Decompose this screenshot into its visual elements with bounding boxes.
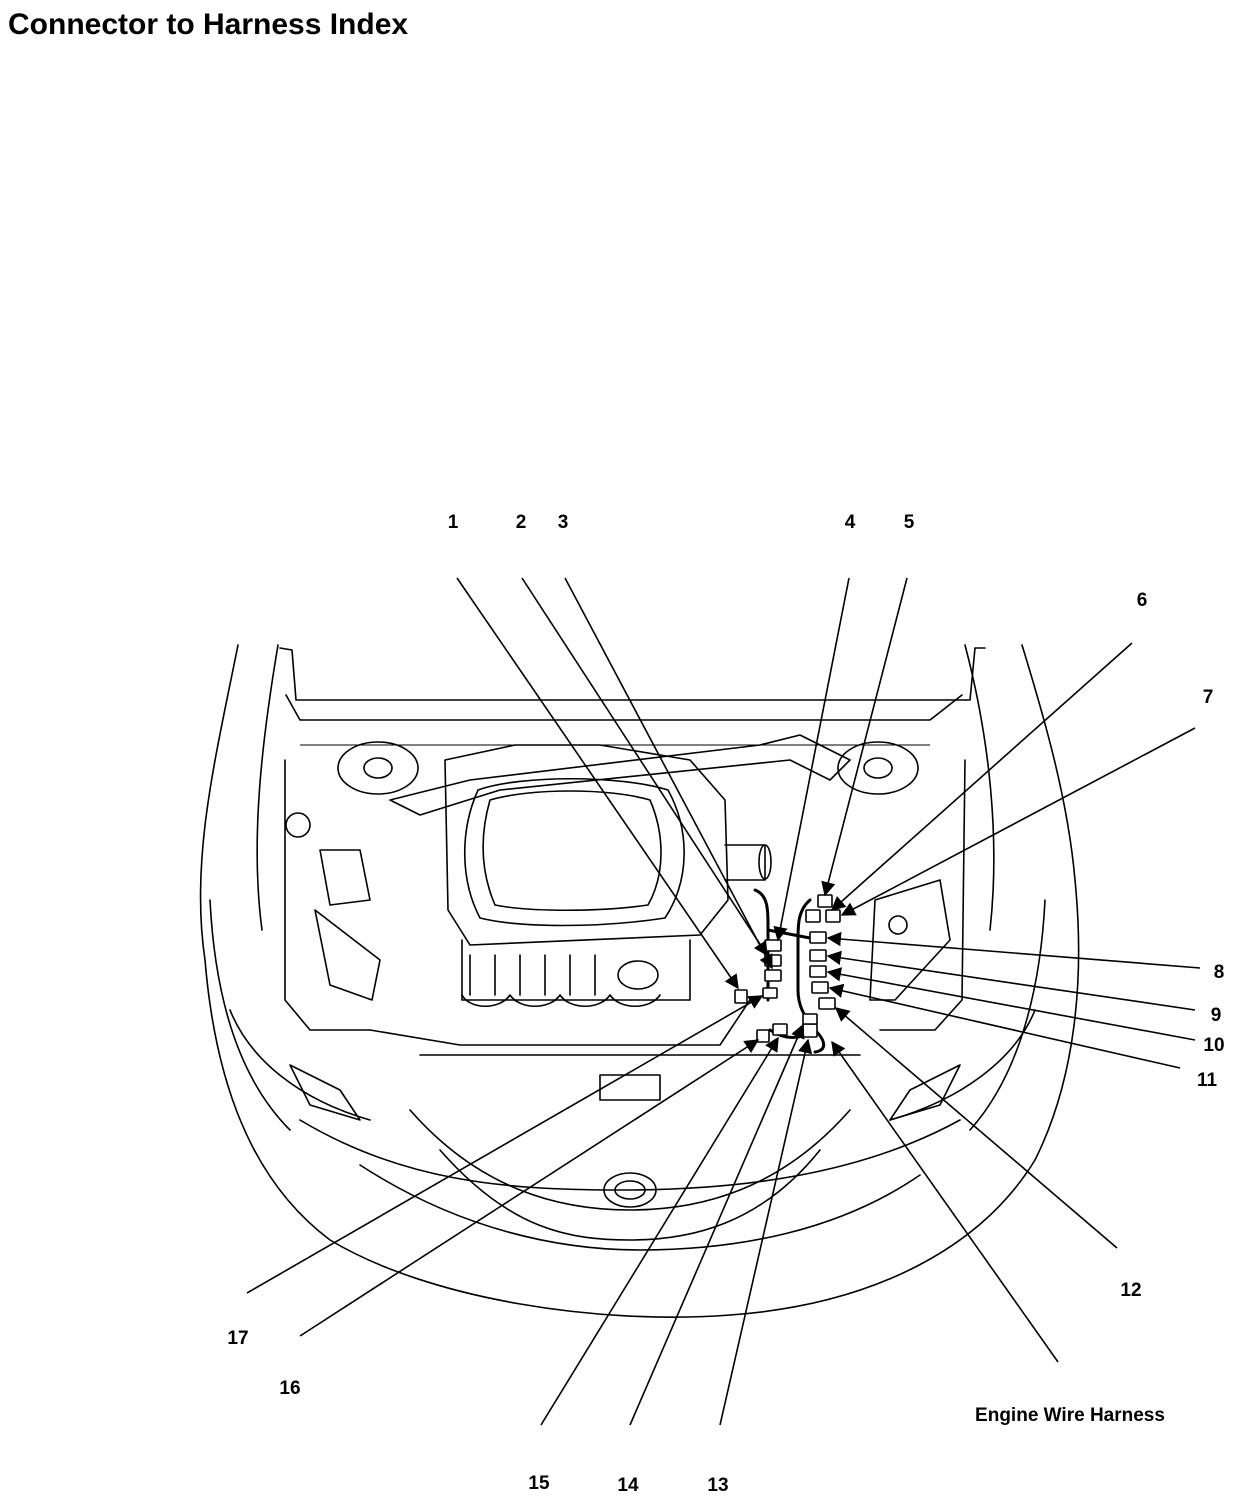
connector-16	[762, 987, 778, 999]
callout-17: 17	[227, 1328, 248, 1349]
leader-4	[773, 577, 850, 942]
leader-3	[564, 577, 773, 970]
connector-1	[734, 989, 748, 1004]
callout-15: 15	[528, 1473, 550, 1494]
callout-labels: 1 2 3 4 5 6 7 8 9 10 11 12 13 14 15 16 1…	[227, 512, 1224, 1496]
callout-14: 14	[617, 1475, 639, 1496]
leader-7	[840, 727, 1196, 916]
leader-8	[826, 931, 1201, 969]
leader-12	[834, 1007, 1118, 1249]
leader-10	[826, 967, 1196, 1041]
leader-13	[719, 1038, 813, 1426]
leader-5	[821, 577, 908, 897]
connector-13	[802, 1023, 818, 1038]
harness-label: Engine Wire Harness	[975, 1405, 1165, 1426]
connector-2	[764, 939, 782, 952]
connector-group	[734, 894, 841, 1043]
callout-4: 4	[845, 512, 856, 533]
callout-5: 5	[904, 512, 915, 533]
leader-1	[456, 577, 739, 990]
callout-6: 6	[1137, 590, 1148, 611]
callout-16: 16	[279, 1378, 300, 1399]
connector-10	[809, 965, 827, 978]
connector-15	[756, 1029, 770, 1043]
connector-9	[809, 949, 827, 962]
connector-8	[809, 931, 827, 944]
connector-11	[811, 981, 829, 994]
callout-13: 13	[707, 1475, 728, 1496]
leader-lines	[246, 577, 1201, 1426]
callout-1: 1	[448, 512, 459, 533]
connector-4	[805, 909, 821, 923]
leader-2	[521, 577, 768, 957]
leader-6	[830, 642, 1133, 911]
connector-12	[818, 997, 836, 1010]
callout-8: 8	[1214, 962, 1225, 983]
leader-harness	[831, 1040, 1059, 1363]
connector-17	[802, 1013, 818, 1025]
leader-14	[629, 1023, 805, 1426]
page-title: Connector to Harness Index	[8, 8, 409, 41]
callout-7: 7	[1203, 687, 1214, 708]
callout-12: 12	[1120, 1280, 1141, 1301]
callout-10: 10	[1203, 1035, 1224, 1056]
connector-5	[817, 894, 833, 908]
leader-11	[828, 983, 1181, 1069]
callout-3: 3	[558, 512, 569, 533]
leader-15	[540, 1036, 779, 1426]
callout-9: 9	[1211, 1005, 1222, 1026]
connector-3b	[764, 969, 782, 982]
callout-11: 11	[1197, 1070, 1218, 1091]
connector-6	[825, 909, 841, 923]
leader-9	[826, 950, 1196, 1011]
callout-2: 2	[516, 512, 527, 533]
leader-17	[246, 995, 764, 1294]
leader-16	[299, 1039, 760, 1337]
car-outline	[199, 644, 1080, 1318]
connector-14	[772, 1023, 788, 1036]
